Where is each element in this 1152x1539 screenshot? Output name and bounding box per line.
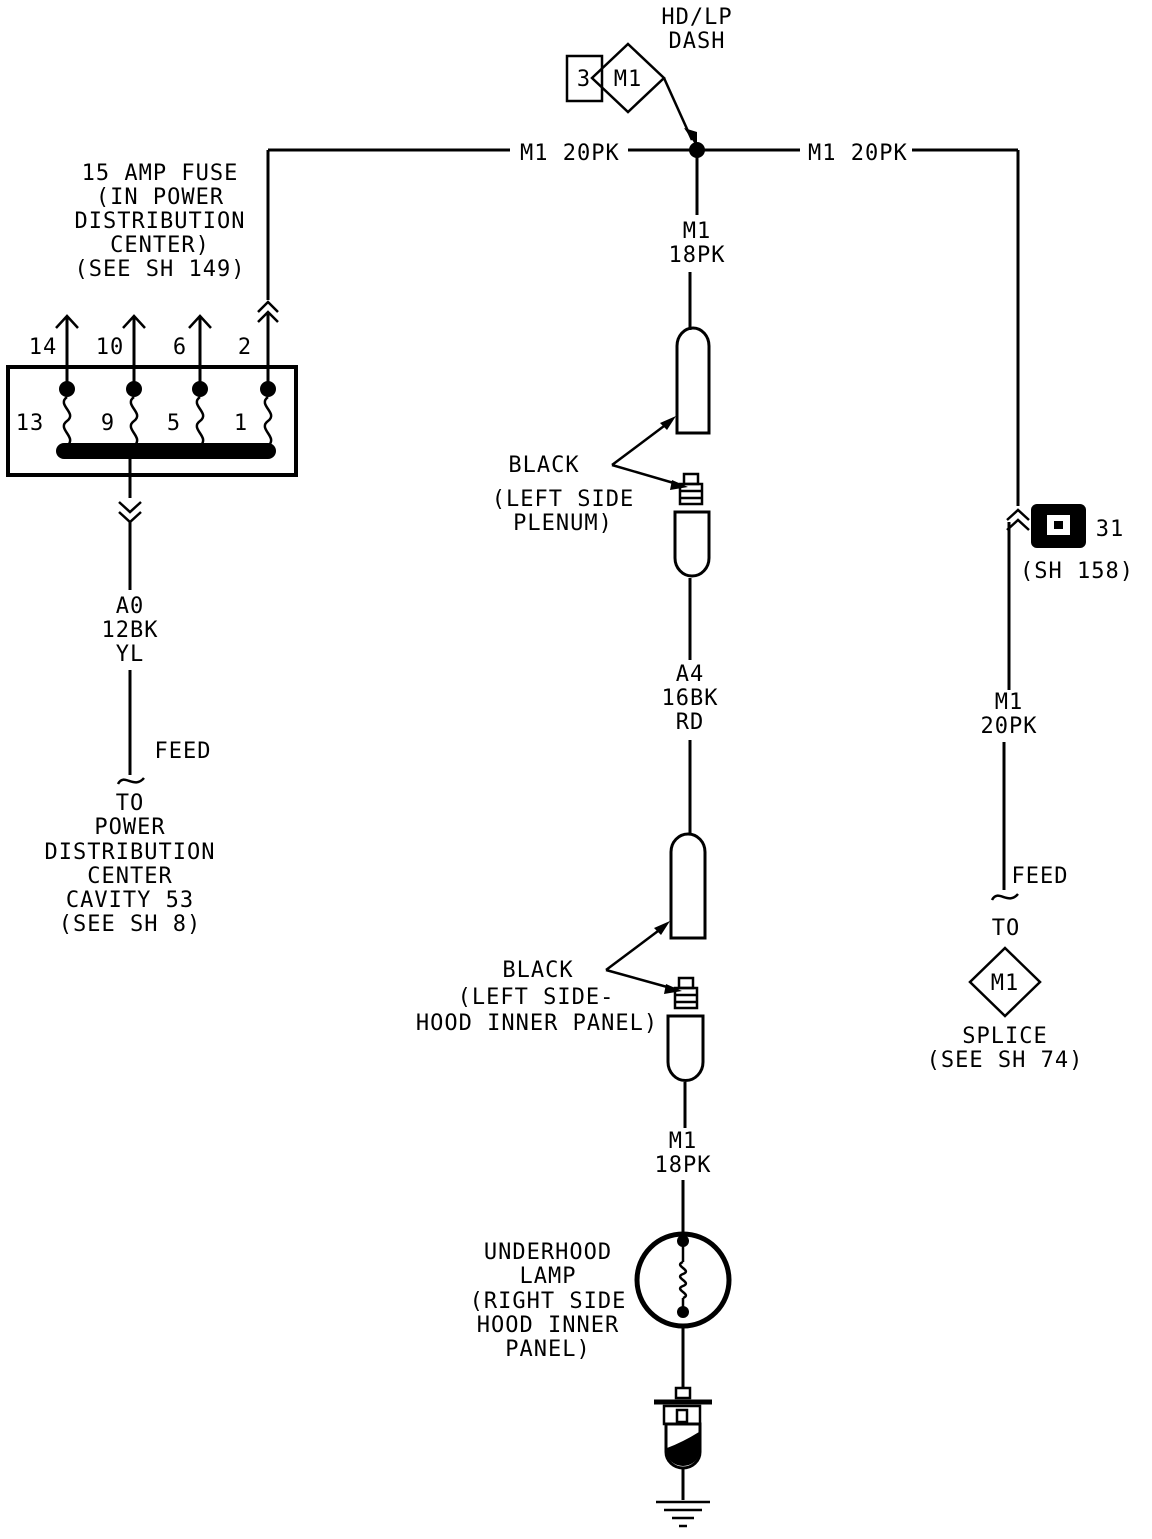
- connector2-loc-2: HOOD INNER PANEL): [416, 1011, 658, 1036]
- connector2-loc-1: (LEFT SIDE-: [458, 985, 615, 1010]
- connector1-male-body: [673, 510, 711, 578]
- lamp-label-2: LAMP: [520, 1264, 577, 1289]
- connector2-female: [669, 832, 707, 940]
- left-feed-to-6: (SEE SH 8): [59, 912, 201, 937]
- fuse-pin-2: 2: [238, 335, 252, 360]
- fuse-block: 15 AMP FUSE (IN POWER DISTRIBUTION CENTE…: [6, 150, 298, 477]
- connector-31-number: 31: [1096, 517, 1125, 542]
- splice-label-2: (SEE SH 74): [927, 1048, 1084, 1073]
- fuse-pin-10: 10: [96, 335, 125, 360]
- fuse-element-1: [263, 395, 273, 447]
- lamp-label-1: UNDERHOOD: [484, 1240, 612, 1265]
- wire-label-top-right: M1 20PK: [808, 141, 908, 166]
- right-circuit: 31 (SH 158) M1 20PK FEED TO M1 SPLICE (S…: [927, 150, 1134, 1073]
- center-wire2-color: RD: [676, 710, 705, 735]
- splice-m1-diamond: [968, 946, 1042, 1018]
- connector1-male-tip: [682, 472, 700, 486]
- connector1-loc-1: (LEFT SIDE: [492, 487, 634, 512]
- left-wire-color: YL: [116, 642, 145, 667]
- connector2-male-body: [666, 1014, 705, 1082]
- top-splice-label-1: HD/LP: [661, 5, 732, 30]
- connector-31-ref: (SH 158): [1020, 559, 1134, 584]
- fuse-label-2: (IN POWER: [96, 185, 224, 210]
- right-feed-to: TO: [992, 916, 1021, 941]
- top-splice-diamond: [590, 42, 666, 114]
- splice-m1-id: M1: [991, 971, 1020, 996]
- fuse-element-13: [62, 395, 72, 447]
- fuse-pin-13: 13: [16, 411, 45, 436]
- top-splice-pin-box: [565, 54, 604, 103]
- fuse-element-9: [129, 395, 139, 447]
- top-splice-connector: HD/LP DASH 3 M1: [565, 5, 732, 147]
- connector-symbol-pin2: [257, 300, 279, 323]
- left-feed-to-5: CAVITY 53: [66, 888, 194, 913]
- center-wire3-code: M1: [669, 1129, 698, 1154]
- lamp-label-4: HOOD INNER: [477, 1313, 619, 1338]
- fuse-pin-9: 9: [101, 411, 115, 436]
- center-circuit: M1 18PK BLACK (LEFT SIDE PLENUM) A4 16BK…: [416, 150, 732, 1528]
- fuse-element-5: [195, 395, 205, 447]
- connector1-color: BLACK: [508, 453, 579, 478]
- fuse-box: [6, 365, 298, 477]
- right-feed-break: [990, 893, 1019, 901]
- splice-label-1: SPLICE: [962, 1024, 1047, 1049]
- left-feed-to-1: TO: [116, 791, 145, 816]
- center-wire2-gauge: 16BK: [662, 686, 719, 711]
- lamp-label-5: PANEL): [505, 1337, 590, 1362]
- ground-connector-top: [674, 1386, 692, 1400]
- lamp-label-3: (RIGHT SIDE: [470, 1289, 627, 1314]
- fuse-pin-14: 14: [29, 335, 58, 360]
- left-feed-label: FEED: [155, 739, 212, 764]
- fuse-label-5: (SEE SH 149): [75, 257, 246, 282]
- center-wire1-gauge: 18PK: [669, 243, 726, 268]
- fuse-label-1: 15 AMP FUSE: [82, 161, 239, 186]
- right-feed-label: FEED: [1012, 864, 1069, 889]
- fuse-label-4: CENTER): [110, 233, 210, 258]
- ground-connector-body: [664, 1422, 702, 1470]
- fuse-pin-1: 1: [234, 411, 248, 436]
- fuse-label-3: DISTRIBUTION: [75, 209, 246, 234]
- connector1-loc-2: PLENUM): [513, 511, 613, 536]
- wire-label-top-left: M1 20PK: [520, 141, 620, 166]
- left-feed: A0 12BK YL FEED TO POWER DISTRIBUTION CE…: [45, 459, 216, 937]
- connector2-male-tip: [677, 976, 695, 990]
- ground-icon: [656, 1500, 710, 1528]
- right-wire-code: M1: [995, 690, 1024, 715]
- center-wire2-code: A4: [676, 662, 705, 687]
- left-feed-break: [116, 777, 145, 785]
- top-bus: M1 20PK M1 20PK: [268, 141, 1018, 166]
- connector2-color: BLACK: [502, 958, 573, 983]
- connector1-female: [675, 326, 711, 435]
- center-wire1-code: M1: [683, 219, 712, 244]
- connector-symbol-right: [1006, 508, 1030, 531]
- fuse-bus-bar: [56, 443, 276, 459]
- left-wire-code: A0: [116, 594, 145, 619]
- connector-symbol-feed: [118, 501, 142, 524]
- top-splice-arrowhead: [684, 128, 697, 147]
- right-wire-gauge: 20PK: [981, 714, 1038, 739]
- fuse-pin-5: 5: [167, 411, 181, 436]
- top-splice-id: M1: [614, 67, 643, 92]
- left-feed-to-2: POWER: [94, 815, 165, 840]
- top-splice-label-2: DASH: [669, 29, 726, 54]
- left-feed-to-3: DISTRIBUTION: [45, 840, 216, 865]
- top-splice-pin: 3: [577, 67, 591, 92]
- fuse-pin-6: 6: [173, 335, 187, 360]
- left-wire-gauge: 12BK: [102, 618, 159, 643]
- center-wire3-gauge: 18PK: [655, 1153, 712, 1178]
- lamp-filament: [678, 1260, 688, 1300]
- left-feed-to-4: CENTER: [87, 864, 172, 889]
